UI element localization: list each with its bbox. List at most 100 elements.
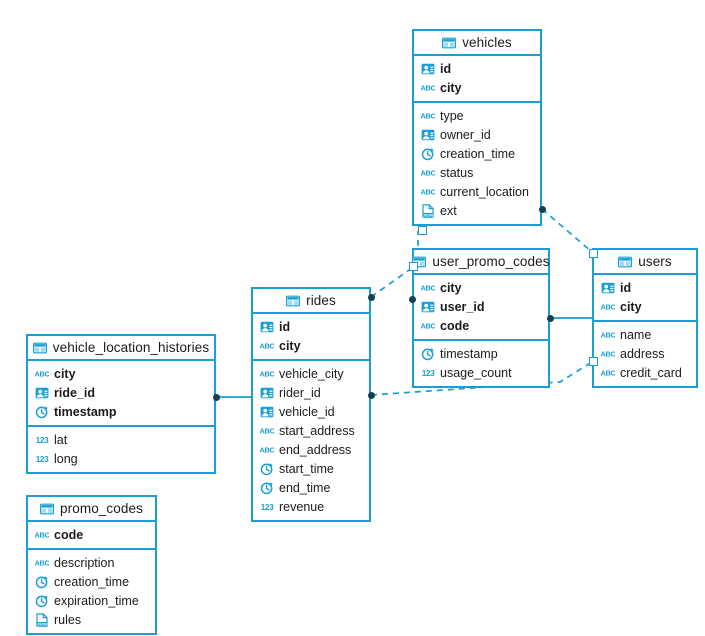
- column-row[interactable]: ABC type: [414, 106, 540, 125]
- column-row[interactable]: creation_time: [28, 572, 155, 591]
- key-id-icon: [260, 320, 274, 334]
- primary-key-row[interactable]: ABC city: [28, 364, 214, 383]
- column-name: owner_id: [440, 127, 491, 142]
- column-row[interactable]: creation_time: [414, 144, 540, 163]
- relationship-source-dot: [367, 391, 375, 399]
- column-name: type: [440, 108, 464, 123]
- entity-table-header[interactable]: vehicle_location_histories: [28, 336, 214, 361]
- abc-text-icon: ABC: [35, 528, 49, 542]
- svg-text:123: 123: [36, 435, 49, 444]
- entity-table-header[interactable]: promo_codes: [28, 497, 155, 522]
- svg-text:123: 123: [261, 502, 274, 511]
- entity-table-header[interactable]: user_promo_codes: [412, 250, 549, 275]
- primary-key-row[interactable]: id: [594, 278, 696, 297]
- column-row[interactable]: ABC name: [594, 325, 696, 344]
- primary-key-row[interactable]: timestamp: [28, 402, 214, 421]
- abc-text-icon: ABC: [601, 328, 615, 342]
- primary-key-row[interactable]: id: [414, 59, 540, 78]
- column-name: city: [54, 366, 76, 381]
- entity-table-header[interactable]: users: [594, 250, 696, 275]
- clock-icon: [260, 481, 274, 495]
- column-section: 123 lat 123 long: [28, 427, 214, 472]
- column-name: long: [54, 451, 78, 466]
- svg-text:ABC: ABC: [35, 369, 49, 378]
- column-row[interactable]: expiration_time: [28, 591, 155, 610]
- column-row[interactable]: 123 long: [28, 449, 214, 468]
- column-name: current_location: [440, 184, 529, 199]
- primary-key-row[interactable]: ride_id: [28, 383, 214, 402]
- entity-table-header[interactable]: vehicles: [414, 31, 540, 56]
- column-row[interactable]: timestamp: [414, 344, 548, 363]
- abc-text-icon: ABC: [35, 556, 49, 570]
- column-row[interactable]: rider_id: [253, 383, 369, 402]
- column-name: city: [620, 299, 642, 314]
- column-name: ride_id: [54, 385, 95, 400]
- abc-text-icon: ABC: [260, 339, 274, 353]
- clock-icon: [35, 594, 49, 608]
- column-name: id: [279, 319, 291, 334]
- entity-table-title: users: [638, 254, 672, 269]
- column-row[interactable]: vehicle_id: [253, 402, 369, 421]
- column-name: rules: [54, 612, 82, 627]
- column-name: lat: [54, 432, 68, 447]
- svg-text:123: 123: [422, 368, 435, 377]
- svg-text:ABC: ABC: [35, 530, 49, 539]
- primary-key-row[interactable]: user_id: [414, 297, 548, 316]
- column-row[interactable]: 123 lat: [28, 430, 214, 449]
- column-row[interactable]: owner_id: [414, 125, 540, 144]
- relationship-source-dot: [408, 295, 416, 303]
- column-row[interactable]: end_time: [253, 478, 369, 497]
- svg-text:ABC: ABC: [35, 558, 49, 567]
- column-name: id: [620, 280, 632, 295]
- column-name: creation_time: [440, 146, 516, 161]
- table-grid-icon: [618, 255, 633, 269]
- svg-text:ABC: ABC: [421, 111, 435, 120]
- key-id-icon: [421, 62, 435, 76]
- svg-text:JSON: JSON: [423, 213, 434, 217]
- relationship-target-square: [409, 262, 418, 271]
- entity-table-title: vehicle_location_histories: [52, 340, 210, 355]
- abc-text-icon: ABC: [421, 166, 435, 180]
- relationship-source-dot: [546, 314, 554, 322]
- number-icon: 123: [35, 452, 49, 466]
- column-name: name: [620, 327, 652, 342]
- svg-text:ABC: ABC: [601, 302, 615, 311]
- relationship-source-dot: [212, 393, 220, 401]
- svg-text:ABC: ABC: [601, 330, 615, 339]
- entity-table-header[interactable]: rides: [253, 289, 369, 314]
- column-name: creation_time: [54, 574, 130, 589]
- primary-key-row[interactable]: ABC city: [253, 336, 369, 355]
- column-name: city: [279, 338, 301, 353]
- primary-key-row[interactable]: id: [253, 317, 369, 336]
- column-row[interactable]: start_time: [253, 459, 369, 478]
- column-name: start_time: [279, 461, 334, 476]
- table-grid-icon: [32, 341, 47, 355]
- primary-key-row[interactable]: ABC city: [594, 297, 696, 316]
